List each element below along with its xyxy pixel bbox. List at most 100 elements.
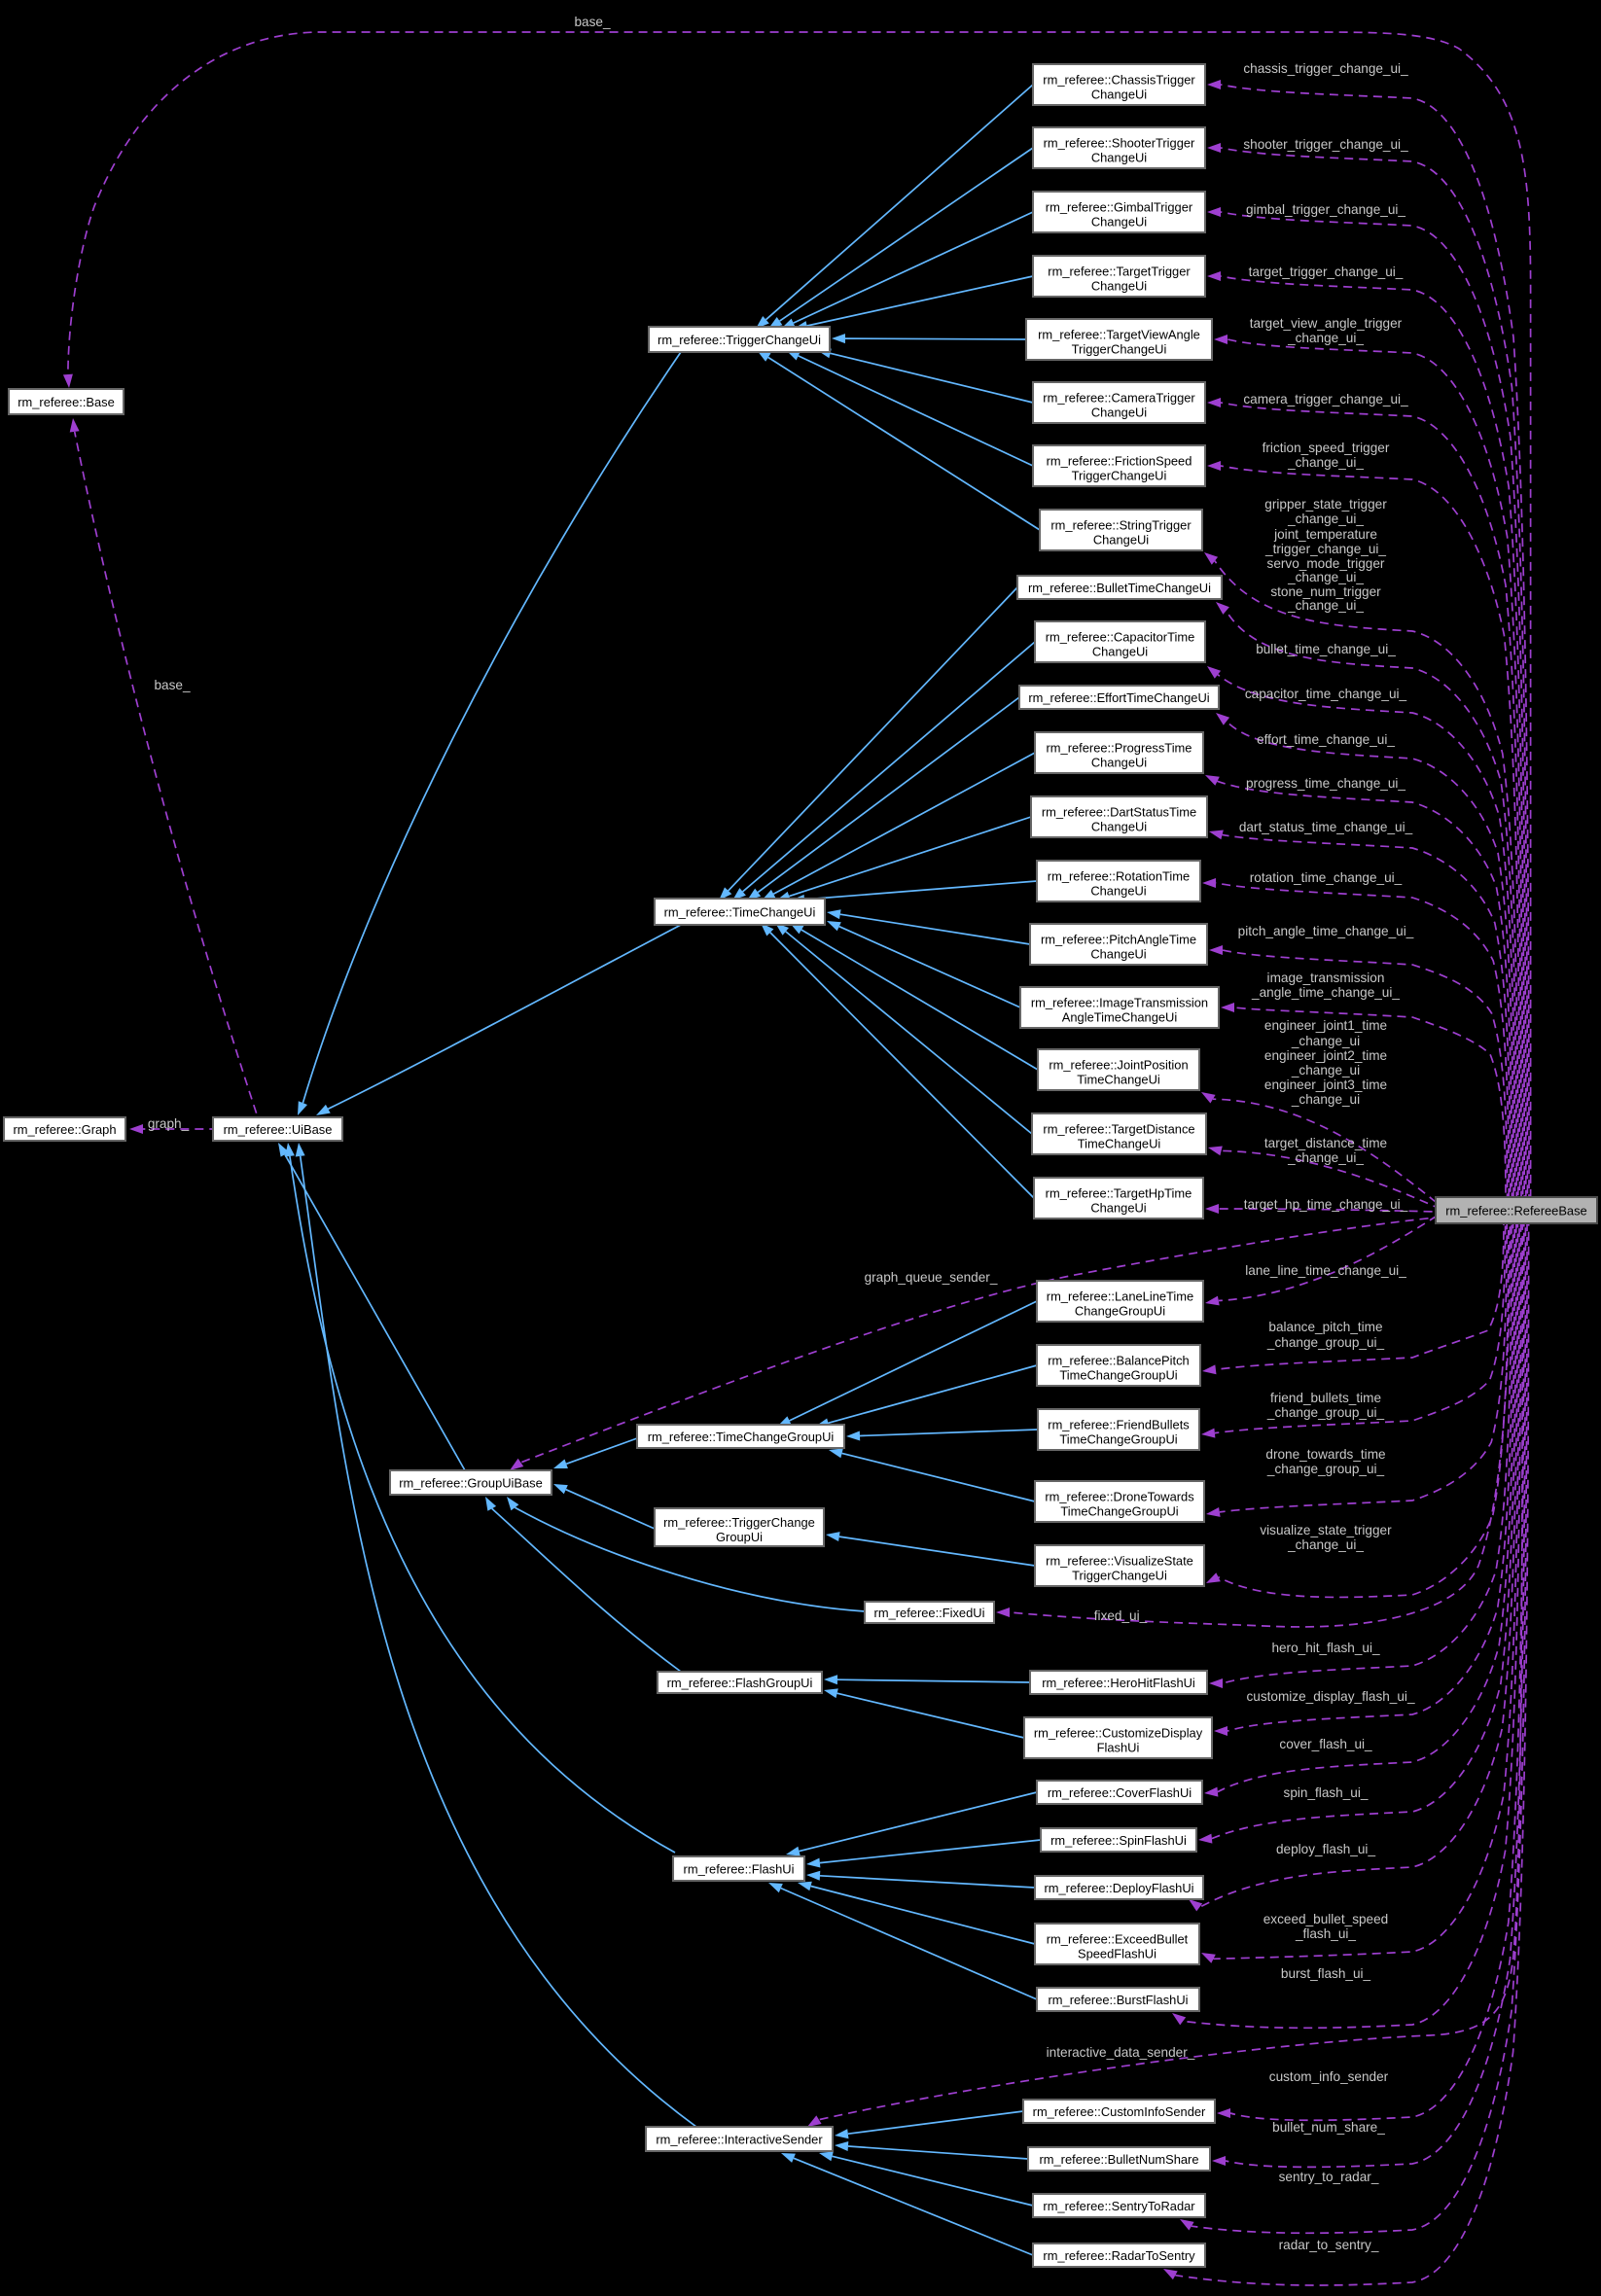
- svg-text:camera_trigger_change_ui_: camera_trigger_change_ui_: [1243, 392, 1408, 406]
- svg-text:rm_referee::CustomizeDisplay: rm_referee::CustomizeDisplay: [1034, 1726, 1203, 1741]
- svg-text:rm_referee::ProgressTime: rm_referee::ProgressTime: [1047, 741, 1192, 756]
- svg-text:rm_referee::LaneLineTime: rm_referee::LaneLineTime: [1047, 1289, 1193, 1304]
- svg-text:rm_referee::FriendBullets: rm_referee::FriendBullets: [1048, 1418, 1189, 1432]
- svg-text:rm_referee::TriggerChange: rm_referee::TriggerChange: [663, 1515, 815, 1530]
- svg-text:rm_referee::DartStatusTime: rm_referee::DartStatusTime: [1042, 805, 1196, 820]
- svg-text:GroupUi: GroupUi: [716, 1530, 763, 1544]
- svg-text:ChangeUi: ChangeUi: [1091, 820, 1147, 834]
- svg-text:rotation_time_change_ui_: rotation_time_change_ui_: [1250, 870, 1403, 885]
- svg-text:rm_referee::Graph: rm_referee::Graph: [13, 1122, 116, 1137]
- svg-text:ChangeUi: ChangeUi: [1091, 406, 1147, 420]
- svg-text:burst_flash_ui_: burst_flash_ui_: [1281, 1966, 1371, 1981]
- svg-text:rm_referee::SentryToRadar: rm_referee::SentryToRadar: [1043, 2199, 1195, 2213]
- svg-text:dart_status_time_change_ui_: dart_status_time_change_ui_: [1239, 820, 1413, 834]
- svg-text:ChangeUi: ChangeUi: [1091, 756, 1147, 770]
- svg-text:rm_referee::FlashUi: rm_referee::FlashUi: [684, 1862, 795, 1877]
- svg-text:gimbal_trigger_change_ui_: gimbal_trigger_change_ui_: [1246, 202, 1405, 217]
- svg-text:rm_referee::FlashGroupUi: rm_referee::FlashGroupUi: [667, 1676, 813, 1690]
- svg-text:cover_flash_ui_: cover_flash_ui_: [1279, 1737, 1372, 1751]
- svg-text:rm_referee::TimeChangeGroupUi: rm_referee::TimeChangeGroupUi: [648, 1430, 835, 1444]
- svg-text:graph_: graph_: [148, 1116, 190, 1131]
- svg-text:rm_referee::TargetHpTime: rm_referee::TargetHpTime: [1046, 1186, 1192, 1201]
- svg-text:ChangeGroupUi: ChangeGroupUi: [1075, 1304, 1165, 1319]
- svg-text:drone_towards_time: drone_towards_time: [1265, 1447, 1385, 1462]
- svg-text:rm_referee::BurstFlashUi: rm_referee::BurstFlashUi: [1049, 1993, 1189, 2007]
- svg-text:target_distance_time: target_distance_time: [1264, 1136, 1387, 1150]
- svg-text:target_trigger_change_ui_: target_trigger_change_ui_: [1249, 265, 1404, 279]
- svg-text:rm_referee::BulletTimeChangeUi: rm_referee::BulletTimeChangeUi: [1028, 581, 1211, 595]
- svg-text:ChangeUi: ChangeUi: [1091, 279, 1147, 294]
- svg-text:TriggerChangeUi: TriggerChangeUi: [1072, 1569, 1167, 1583]
- svg-text:sentry_to_radar_: sentry_to_radar_: [1279, 2170, 1379, 2184]
- svg-text:engineer_joint3_time: engineer_joint3_time: [1264, 1077, 1387, 1092]
- svg-text:TimeChangeGroupUi: TimeChangeGroupUi: [1059, 1368, 1177, 1383]
- svg-text:TriggerChangeUi: TriggerChangeUi: [1072, 342, 1167, 357]
- svg-text:gripper_state_trigger: gripper_state_trigger: [1264, 497, 1387, 512]
- svg-text:rm_referee::BulletNumShare: rm_referee::BulletNumShare: [1039, 2152, 1198, 2167]
- svg-text:shooter_trigger_change_ui_: shooter_trigger_change_ui_: [1243, 137, 1408, 152]
- svg-text:rm_referee::PitchAngleTime: rm_referee::PitchAngleTime: [1041, 933, 1196, 947]
- svg-text:fixed_ui_: fixed_ui_: [1094, 1608, 1148, 1623]
- svg-text:image_transmission: image_transmission: [1267, 971, 1385, 985]
- svg-text:hero_hit_flash_ui_: hero_hit_flash_ui_: [1271, 1641, 1380, 1655]
- svg-text:base_: base_: [154, 678, 190, 692]
- svg-text:rm_referee::UiBase: rm_referee::UiBase: [224, 1122, 333, 1137]
- svg-text:ChangeUi: ChangeUi: [1090, 947, 1146, 962]
- svg-text:ChangeUi: ChangeUi: [1092, 645, 1148, 659]
- svg-text:rm_referee::RotationTime: rm_referee::RotationTime: [1048, 869, 1190, 884]
- svg-text:progress_time_change_ui_: progress_time_change_ui_: [1246, 776, 1405, 791]
- svg-text:_change_ui: _change_ui: [1291, 1063, 1360, 1077]
- svg-text:rm_referee::TargetDistance: rm_referee::TargetDistance: [1043, 1122, 1194, 1137]
- svg-text:rm_referee::InteractiveSender: rm_referee::InteractiveSender: [656, 2133, 823, 2147]
- svg-text:_change_ui_: _change_ui_: [1287, 1150, 1364, 1165]
- svg-text:rm_referee::ShooterTrigger: rm_referee::ShooterTrigger: [1044, 136, 1195, 151]
- svg-text:TriggerChangeUi: TriggerChangeUi: [1072, 469, 1167, 483]
- svg-text:_change_group_ui_: _change_group_ui_: [1266, 1405, 1385, 1420]
- svg-text:_change_ui_: _change_ui_: [1287, 331, 1364, 345]
- svg-text:customize_display_flash_ui_: customize_display_flash_ui_: [1246, 1689, 1414, 1704]
- svg-text:rm_referee::DroneTowards: rm_referee::DroneTowards: [1045, 1490, 1193, 1504]
- svg-text:rm_referee::ChassisTrigger: rm_referee::ChassisTrigger: [1043, 73, 1195, 88]
- svg-text:rm_referee::GroupUiBase: rm_referee::GroupUiBase: [399, 1476, 543, 1491]
- svg-text:_change_group_ui_: _change_group_ui_: [1266, 1462, 1385, 1476]
- svg-text:ChangeUi: ChangeUi: [1093, 533, 1149, 548]
- svg-text:rm_referee::TargetViewAngle: rm_referee::TargetViewAngle: [1038, 328, 1200, 342]
- svg-text:_change_ui: _change_ui: [1291, 1092, 1360, 1107]
- svg-text:rm_referee::GimbalTrigger: rm_referee::GimbalTrigger: [1046, 200, 1193, 215]
- svg-text:rm_referee::CustomInfoSender: rm_referee::CustomInfoSender: [1033, 2104, 1206, 2119]
- svg-text:SpeedFlashUi: SpeedFlashUi: [1078, 1947, 1156, 1961]
- svg-text:ChangeUi: ChangeUi: [1090, 884, 1146, 899]
- svg-text:_change_ui_: _change_ui_: [1287, 455, 1364, 470]
- svg-text:ChangeUi: ChangeUi: [1090, 1201, 1146, 1216]
- svg-text:engineer_joint1_time: engineer_joint1_time: [1264, 1018, 1387, 1033]
- svg-text:FlashUi: FlashUi: [1097, 1741, 1140, 1755]
- svg-text:rm_referee::SpinFlashUi: rm_referee::SpinFlashUi: [1050, 1833, 1187, 1848]
- svg-text:capacitor_time_change_ui_: capacitor_time_change_ui_: [1245, 687, 1407, 701]
- svg-text:rm_referee::CoverFlashUi: rm_referee::CoverFlashUi: [1048, 1785, 1192, 1800]
- svg-text:rm_referee::DeployFlashUi: rm_referee::DeployFlashUi: [1044, 1881, 1193, 1895]
- svg-text:chassis_trigger_change_ui_: chassis_trigger_change_ui_: [1243, 61, 1408, 76]
- svg-text:rm_referee::TriggerChangeUi: rm_referee::TriggerChangeUi: [658, 333, 821, 347]
- svg-text:_trigger_change_ui_: _trigger_change_ui_: [1264, 542, 1386, 556]
- svg-text:ChangeUi: ChangeUi: [1091, 151, 1147, 165]
- svg-text:spin_flash_ui_: spin_flash_ui_: [1284, 1785, 1369, 1800]
- svg-text:deploy_flash_ui_: deploy_flash_ui_: [1276, 1842, 1375, 1856]
- svg-text:rm_referee::ExceedBullet: rm_referee::ExceedBullet: [1047, 1932, 1189, 1947]
- svg-text:exceed_bullet_speed: exceed_bullet_speed: [1263, 1912, 1389, 1926]
- svg-text:engineer_joint2_time: engineer_joint2_time: [1264, 1048, 1387, 1063]
- svg-text:ChangeUi: ChangeUi: [1091, 215, 1147, 230]
- svg-text:rm_referee::RadarToSentry: rm_referee::RadarToSentry: [1043, 2248, 1195, 2263]
- svg-text:rm_referee::BalancePitch: rm_referee::BalancePitch: [1048, 1354, 1189, 1368]
- svg-text:rm_referee::StringTrigger: rm_referee::StringTrigger: [1050, 518, 1192, 533]
- svg-text:effort_time_change_ui_: effort_time_change_ui_: [1257, 732, 1395, 747]
- svg-text:joint_temperature: joint_temperature: [1273, 527, 1377, 542]
- svg-text:rm_referee::EffortTimeChangeUi: rm_referee::EffortTimeChangeUi: [1028, 690, 1209, 705]
- svg-text:lane_line_time_change_ui_: lane_line_time_change_ui_: [1245, 1263, 1406, 1278]
- svg-text:AngleTimeChangeUi: AngleTimeChangeUi: [1062, 1010, 1177, 1025]
- svg-text:target_view_angle_trigger: target_view_angle_trigger: [1250, 316, 1403, 331]
- svg-text:rm_referee::TargetTrigger: rm_referee::TargetTrigger: [1048, 265, 1191, 279]
- svg-text:ChangeUi: ChangeUi: [1091, 88, 1147, 102]
- svg-text:rm_referee::JointPosition: rm_referee::JointPosition: [1049, 1058, 1188, 1073]
- svg-text:rm_referee::Base: rm_referee::Base: [18, 395, 115, 409]
- svg-text:target_hp_time_change_ui_: target_hp_time_change_ui_: [1244, 1197, 1408, 1212]
